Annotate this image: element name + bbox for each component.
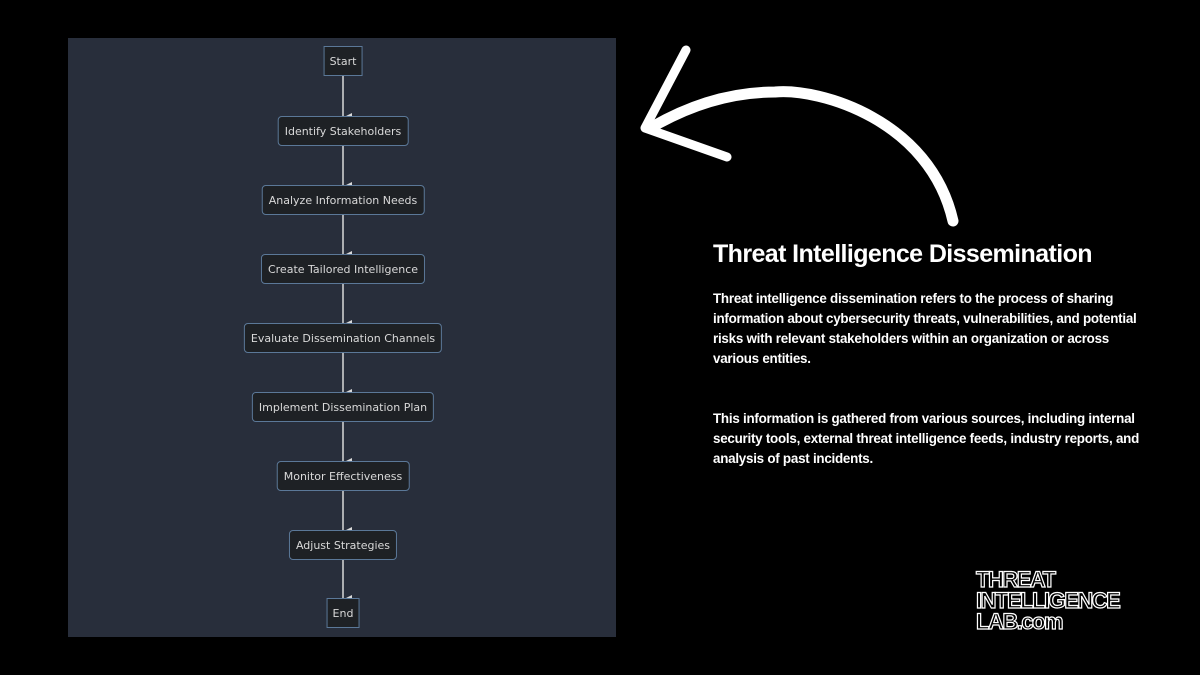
logo-line-1: THREAT bbox=[975, 567, 1056, 592]
node-create-tailored-intelligence: Create Tailored Intelligence bbox=[260, 254, 426, 284]
node-identify-stakeholders: Identify Stakeholders bbox=[277, 116, 409, 146]
flowchart-panel: Start Identify Stakeholders Analyze Info… bbox=[68, 38, 616, 637]
node-implement-dissemination-plan: Implement Dissemination Plan bbox=[251, 392, 435, 422]
description-paragraph-2: This information is gathered from variou… bbox=[713, 411, 1139, 466]
node-analyze-information-needs: Analyze Information Needs bbox=[261, 185, 425, 215]
node-start: Start bbox=[323, 46, 363, 76]
page-title: Threat Intelligence Dissemination bbox=[713, 240, 1093, 268]
logo-line-3: LAB.com bbox=[975, 609, 1064, 634]
node-evaluate-dissemination-channels: Evaluate Dissemination Channels bbox=[243, 323, 443, 353]
flowchart-edges bbox=[342, 76, 352, 605]
node-end: End bbox=[326, 598, 360, 628]
logo-line-2: INTELLIGENCE bbox=[975, 588, 1121, 613]
threat-intelligence-lab-logo: THREAT INTELLIGENCE LAB.com bbox=[975, 567, 1121, 634]
node-adjust-strategies: Adjust Strategies bbox=[288, 530, 398, 560]
description-paragraph-1: Threat intelligence dissemination refers… bbox=[713, 291, 1137, 366]
node-monitor-effectiveness: Monitor Effectiveness bbox=[276, 461, 410, 491]
